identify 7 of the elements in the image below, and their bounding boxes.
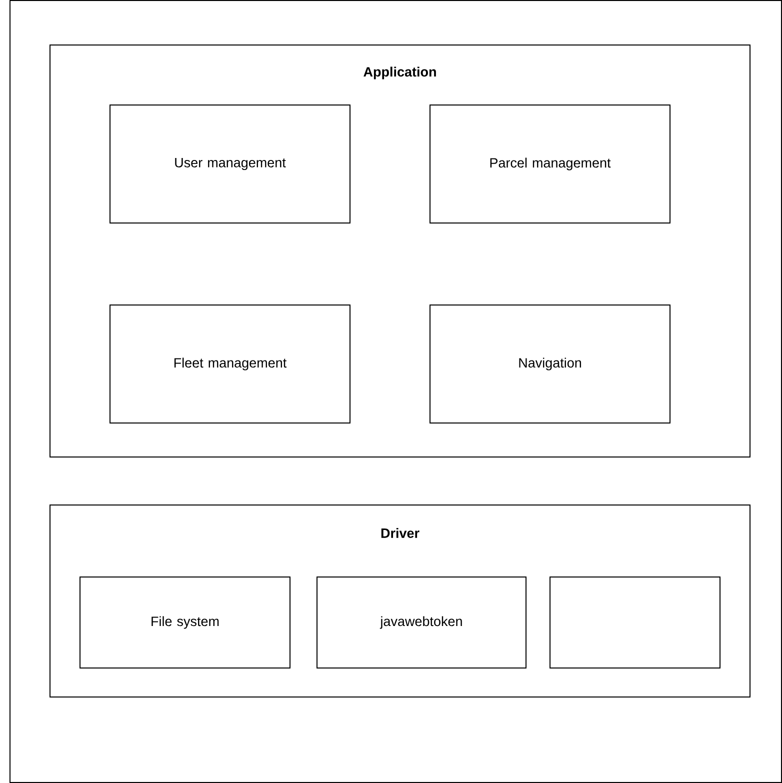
component-box: Parcel management — [430, 104, 670, 224]
component-box: Fleet management — [110, 304, 350, 424]
component-box: Navigation — [430, 304, 670, 424]
component-box: File system — [80, 576, 290, 668]
component-box: User management — [110, 104, 350, 224]
component-box: javawebtoken — [316, 576, 526, 668]
component-box — [550, 576, 720, 668]
